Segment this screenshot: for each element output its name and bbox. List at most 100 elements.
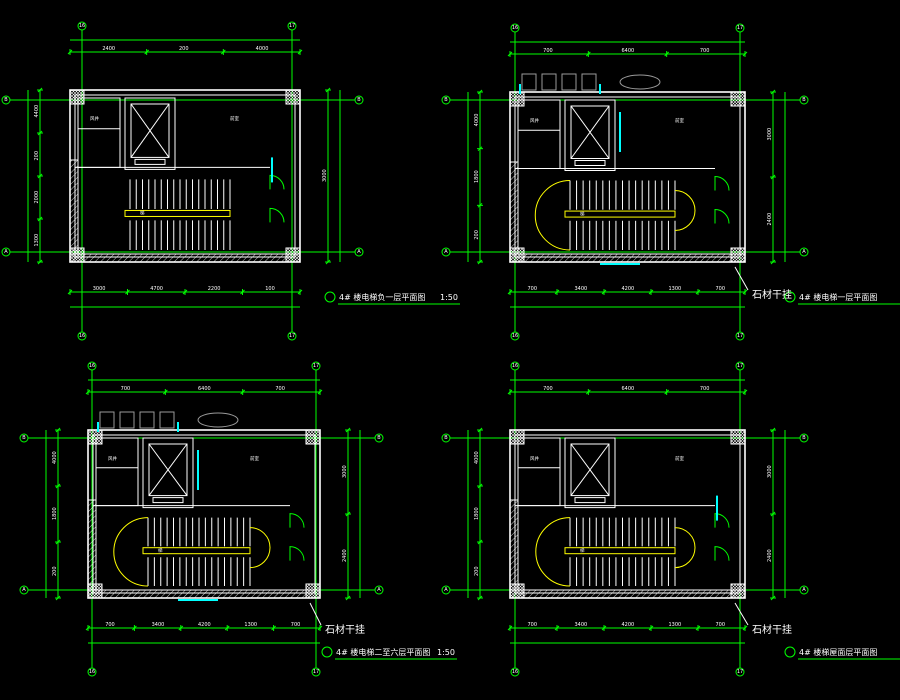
grid-bubble-17-top-circle: [311, 361, 321, 371]
grid-bubble-16-top-circle: [87, 361, 97, 371]
grid-bubble-16-bottom-circle: [87, 667, 97, 677]
grid-bubble-16-bottom-circle: [510, 331, 520, 341]
grid-bubble-b-right-circle: [799, 433, 809, 443]
grid-bubble-b-right-label: B: [802, 435, 806, 441]
fixture-bank: [619, 74, 661, 90]
service-box: [99, 411, 115, 429]
column: [730, 247, 746, 263]
grid-bubble-b-left-circle: [441, 95, 451, 105]
dim-bottom-slash: [695, 625, 701, 631]
dim-bottom-slash: [132, 625, 137, 631]
dim-bottom-slash: [648, 289, 654, 295]
grid-bubble-16-bottom-circle: [77, 331, 87, 341]
dim-top-slash: [664, 51, 670, 57]
dim-bottom-slash: [601, 625, 607, 631]
curved-landing-right: [249, 527, 271, 569]
elevator-shaft: [564, 437, 616, 509]
title-bubble: [784, 646, 796, 658]
grid-bubble-16-top-label: 16: [512, 25, 518, 31]
grid-bubble-a-right-circle: [799, 247, 809, 257]
elevator-shaft: [142, 437, 194, 509]
dim-bottom-value: 1300: [669, 286, 682, 292]
dim-right-slash: [325, 259, 331, 265]
grid-bubble-16-top-label: 16: [512, 363, 518, 369]
door-arc-upper: [714, 513, 730, 528]
dim-left-slash: [55, 427, 61, 433]
grid-bubble-a-right-label: A: [357, 249, 361, 255]
service-box: [159, 411, 175, 429]
elevator-door: [574, 497, 606, 504]
dim-top-value: 700: [700, 386, 710, 392]
dim-top-slash: [317, 389, 323, 395]
dim-right-value: 3000: [767, 465, 773, 478]
dim-left-slash: [37, 259, 43, 265]
dim-top-slash: [220, 49, 226, 55]
shaft-room: [95, 437, 139, 507]
dim-bottom-value: 3000: [93, 286, 106, 292]
room-label-lobby: 前室: [230, 115, 239, 122]
elevator-door: [152, 497, 184, 504]
grid-bubble-16-top-circle: [510, 361, 520, 371]
column: [509, 247, 525, 263]
dim-bottom-value: 700: [291, 622, 301, 628]
grid-bubble-b-right-circle: [374, 433, 384, 443]
elevator-shaft: [124, 97, 176, 170]
dim-bottom-slash: [271, 625, 276, 631]
outer-wall: [509, 91, 746, 263]
grid-bubble-16-bottom-label: 16: [512, 669, 518, 675]
stair-handrail: [564, 210, 676, 218]
plan-title: 4# 楼梯屋面层平面图: [799, 647, 877, 657]
dim-left-value: 4400: [34, 105, 40, 118]
dim-left-slash: [37, 87, 43, 93]
dim-top-value: 4000: [256, 46, 269, 52]
inner-wall: [74, 94, 296, 258]
dim-top-value: 700: [543, 48, 553, 54]
curved-landing-left: [113, 517, 149, 587]
grid-bubble-b-right-circle: [799, 95, 809, 105]
dim-bottom-slash: [554, 625, 560, 631]
left-wall-hatch: [69, 159, 79, 255]
dim-top-slash: [507, 389, 513, 395]
dim-left-slash: [477, 427, 483, 433]
dim-top-value: 6400: [622, 48, 635, 54]
grid-bubble-17-bottom-label: 17: [737, 669, 743, 675]
dim-bottom-slash: [507, 289, 513, 295]
left-wall-hatch: [509, 161, 519, 255]
elevator-x2: [570, 443, 610, 496]
grid-bubble-b-right-label: B: [377, 435, 381, 441]
dim-left-slash: [477, 89, 483, 95]
grid-bubble-a-left-label: A: [444, 587, 448, 593]
dim-top-slash: [742, 51, 748, 57]
dim-left-slash: [55, 483, 61, 489]
dim-bottom-value: 4700: [150, 286, 163, 292]
dim-top-slash: [664, 389, 670, 395]
bottom-wall-hatch: [87, 589, 321, 599]
dim-right-slash: [770, 89, 776, 95]
dim-right-value: 2400: [342, 549, 348, 562]
column: [509, 583, 525, 599]
dim-left-slash: [55, 595, 61, 601]
bottom-wall-hatch: [509, 589, 746, 599]
room-label-shaft: 风井: [530, 455, 539, 462]
elevator-shaft: [564, 99, 616, 171]
stair-handrail: [124, 209, 231, 217]
column: [87, 429, 103, 445]
grid-bubble-17-top-label: 17: [313, 363, 319, 369]
grid-bubble-b-right-label: B: [357, 97, 361, 103]
dim-top-slash: [507, 51, 513, 57]
grid-bubble-a-right-label: A: [802, 249, 806, 255]
callout-leader: [309, 602, 322, 626]
plan-title: 4# 楼电梯一层平面图: [799, 292, 877, 302]
dim-left-slash: [477, 202, 483, 208]
column: [69, 247, 85, 263]
dim-left-slash: [477, 483, 483, 489]
dim-bottom-slash: [182, 289, 188, 295]
dim-bottom-value: 100: [265, 286, 275, 292]
grid-bubble-17-top-circle: [735, 361, 745, 371]
elevator-x2: [130, 103, 170, 158]
dim-left-slash: [37, 173, 43, 179]
grid-bubble-a-right-circle: [354, 247, 364, 257]
